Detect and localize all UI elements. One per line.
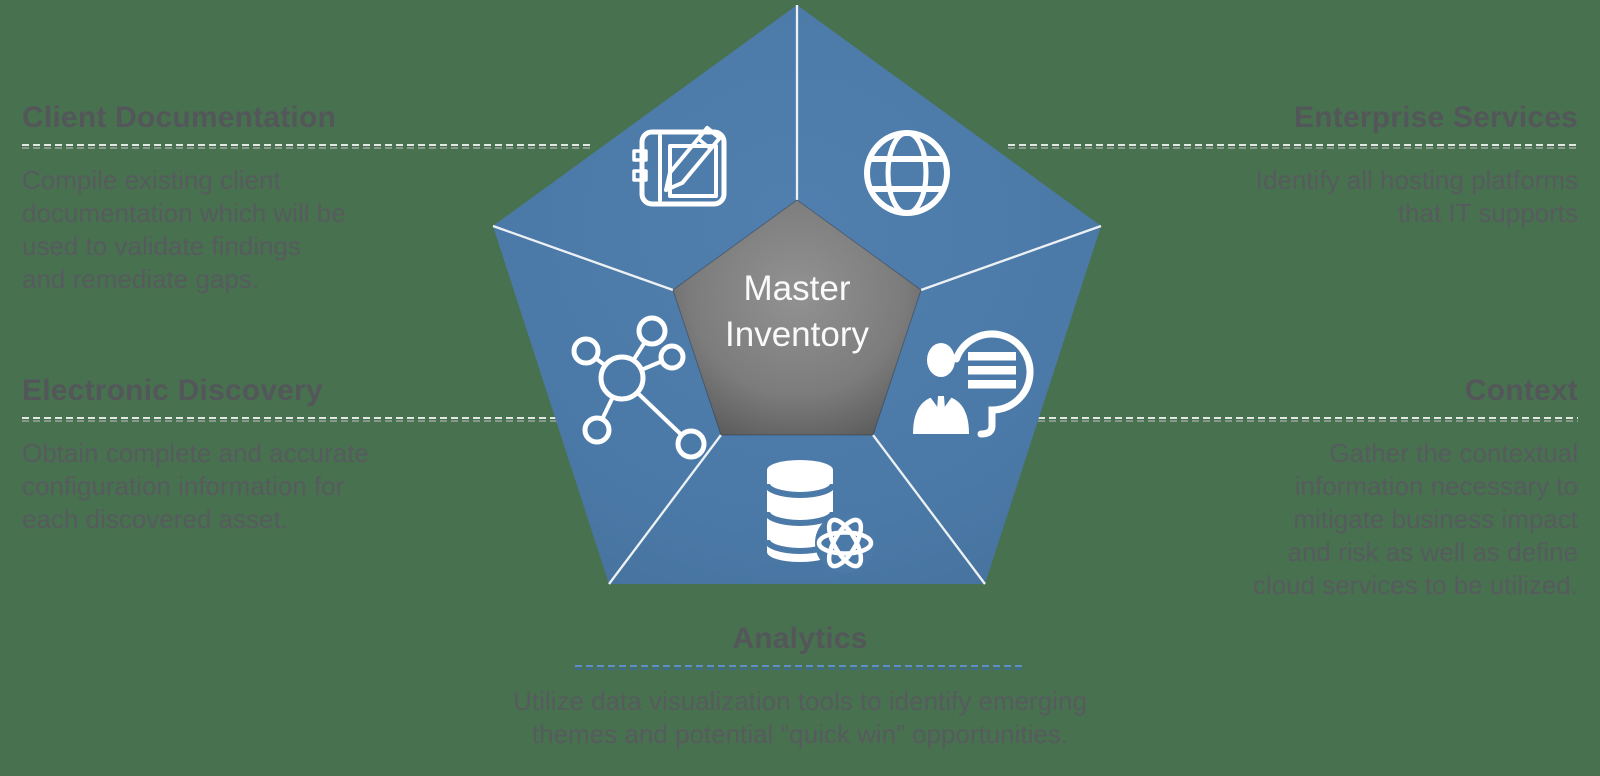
section-title: Analytics — [732, 622, 868, 655]
section-analytics: Analytics Utilize data visualization too… — [400, 622, 1200, 751]
globe-icon — [864, 130, 950, 216]
section-title: Client Documentation — [22, 101, 337, 134]
section-context: Context Gather the contextual informatio… — [1008, 374, 1578, 602]
dashed-separator — [22, 417, 557, 422]
center-label: Master Inventory — [725, 269, 869, 354]
section-body-line: that IT supports — [1397, 198, 1578, 228]
section-body-line: information necessary to — [1294, 471, 1578, 501]
section-body-line: and risk as well as define — [1287, 537, 1578, 567]
section-title: Enterprise Services — [1294, 101, 1578, 134]
section-body: Compile existing client documentation wh… — [22, 164, 592, 296]
section-body: Utilize data visualization tools to iden… — [400, 685, 1200, 751]
section-body-line: Obtain complete and accurate — [22, 438, 369, 468]
notebook-pencil-icon — [632, 125, 727, 207]
section-enterprise-services: Enterprise Services Identify all hosting… — [1008, 101, 1578, 230]
section-body-line: and remediate gaps. — [22, 264, 260, 294]
section-electronic-discovery: Electronic Discovery Obtain complete and… — [22, 374, 592, 536]
section-title: Electronic Discovery — [22, 374, 323, 407]
section-body: Obtain complete and accurate configurati… — [22, 437, 592, 536]
dashed-separator — [1008, 144, 1578, 149]
section-body-line: configuration information for — [22, 471, 345, 501]
section-body-line: used to validate findings — [22, 231, 301, 261]
section-body-line: each discovered asset. — [22, 504, 288, 534]
section-body: Gather the contextual information necess… — [1008, 437, 1578, 602]
section-client-documentation: Client Documentation Compile existing cl… — [22, 101, 592, 296]
database-analytics-icon — [764, 460, 875, 573]
section-body-line: Identify all hosting platforms — [1255, 165, 1578, 195]
section-body-line: cloud services to be utilized. — [1252, 570, 1578, 600]
section-body-line: Gather the contextual — [1329, 438, 1578, 468]
section-body: Identify all hosting platforms that IT s… — [1008, 164, 1578, 230]
section-body-line: Compile existing client — [22, 165, 281, 195]
section-body-line: mitigate business impact — [1293, 504, 1578, 534]
section-title: Context — [1464, 374, 1578, 407]
dashed-separator — [1038, 417, 1578, 422]
section-body-line: Utilize data visualization tools to iden… — [513, 686, 1087, 716]
section-body-line: documentation which will be — [22, 198, 346, 228]
dashed-separator-blue — [575, 665, 1025, 670]
dashed-separator — [22, 144, 592, 149]
section-body-line: themes and potential “quick win” opportu… — [531, 719, 1069, 749]
